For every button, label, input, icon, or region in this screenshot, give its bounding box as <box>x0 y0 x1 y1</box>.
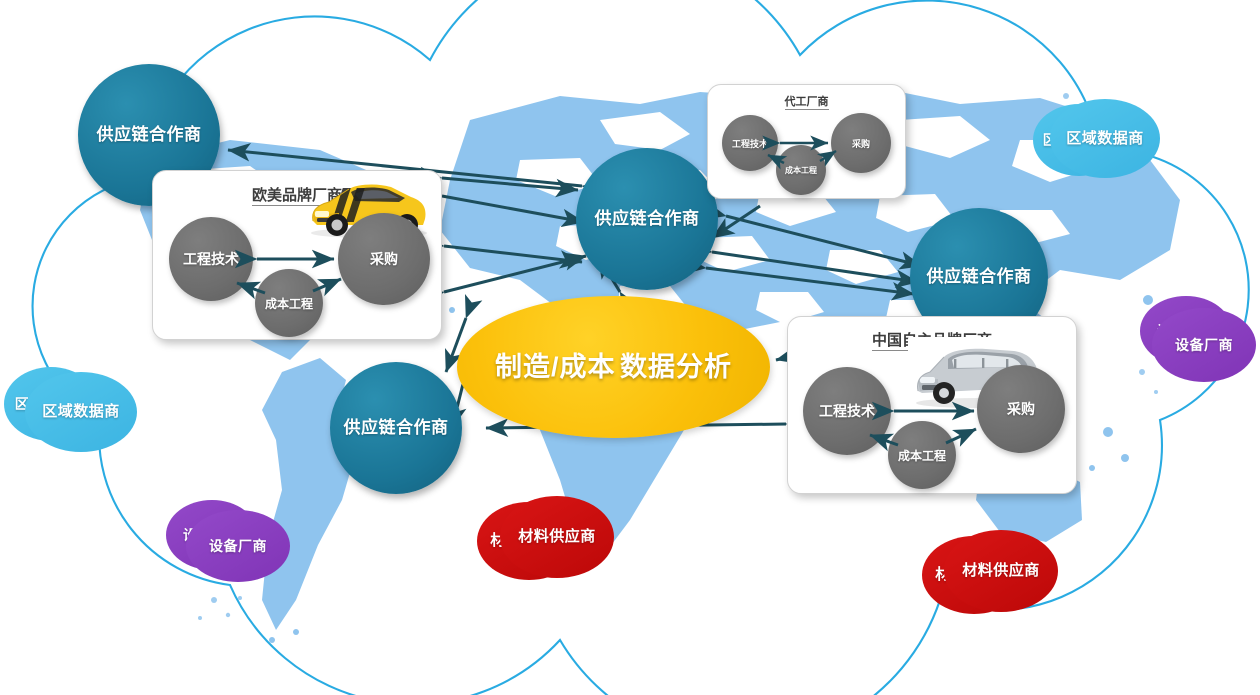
node-label: 供应链合作商 <box>926 267 1032 287</box>
node-label: 供应链合作商 <box>594 209 700 229</box>
panel-node-cost-engineering[interactable]: 成本工程 <box>888 421 956 489</box>
node-label: 采购 <box>1007 401 1035 417</box>
panel-node-purchasing[interactable]: 采购 <box>977 365 1065 453</box>
center-node-line2: 数据分析 <box>619 351 732 382</box>
material-supplier-bottom-right[interactable]: 材料供应商 <box>944 530 1058 612</box>
center-node-line1: 制造/成本 <box>495 351 616 382</box>
node-label: 供应链合作商 <box>343 418 449 438</box>
panel-node-purchasing[interactable]: 采购 <box>831 113 891 173</box>
panel-node-purchasing[interactable]: 采购 <box>338 213 430 305</box>
cloud-dots <box>198 93 1158 620</box>
panel-contract-manufacturer[interactable]: 代工厂商 工程技术 采购 成本工程 <box>707 84 906 199</box>
equipment-vendor-bottom-left[interactable]: 设备厂商 <box>186 510 290 582</box>
node-label: 工程技术 <box>819 403 875 419</box>
node-label: 设备厂商 <box>209 537 267 554</box>
panel-european-american-brand[interactable]: 欧美品牌厂商 工程技术 <box>152 170 442 340</box>
node-label: 成本工程 <box>897 448 946 463</box>
equipment-vendor-right[interactable]: 设备厂商 <box>1152 308 1256 382</box>
center-node-manufacturing-cost-analysis[interactable]: 制造/成本 数据分析 <box>457 296 770 438</box>
panel-internal-arrows <box>762 135 837 170</box>
node-label: 采购 <box>851 138 870 149</box>
node-label: 工程技术 <box>183 251 239 267</box>
panel-internal-arrows <box>869 401 977 452</box>
panel-internal-arrows <box>234 249 342 300</box>
supply-chain-partner-bottom-left[interactable]: 供应链合作商 <box>330 362 462 494</box>
material-supplier-bottom-center[interactable]: 材料供应商 <box>500 496 614 578</box>
node-label: 区域数据商 <box>42 403 120 421</box>
region-data-provider-top-right[interactable]: 区域数据商 <box>1050 99 1160 178</box>
region-data-provider-left[interactable]: 区域数据商 <box>25 372 137 452</box>
node-label: 采购 <box>370 251 398 267</box>
panel-chinese-own-brand[interactable]: 中国自主品牌厂商 <box>787 316 1077 494</box>
panel-title-text: 代工厂商 <box>784 96 829 110</box>
supply-chain-partner-top-center[interactable]: 供应链合作商 <box>576 148 718 290</box>
panel-node-cost-engineering[interactable]: 成本工程 <box>255 269 323 337</box>
node-label: 供应链合作商 <box>96 125 202 145</box>
node-label: 区域数据商 <box>1066 129 1144 147</box>
panel-title: 代工厂商 <box>708 93 905 110</box>
node-label: 工程技术 <box>731 138 768 149</box>
node-label: 成本工程 <box>264 296 313 311</box>
node-label: 材料供应商 <box>518 528 596 546</box>
node-label: 成本工程 <box>785 165 817 175</box>
node-label: 材料供应商 <box>962 562 1040 580</box>
node-label: 设备厂商 <box>1175 336 1233 353</box>
